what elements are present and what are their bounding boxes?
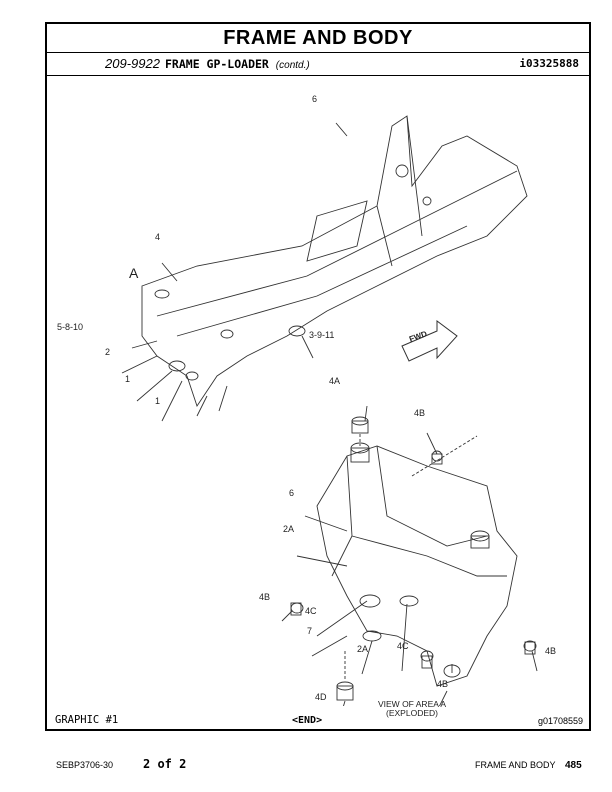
part-name: FRAME GP-LOADER [165, 57, 269, 71]
graphic-label: GRAPHIC #1 [55, 714, 119, 726]
callout-4D: 4D [315, 692, 327, 702]
graphic-id: g01708559 [537, 716, 583, 726]
page-frame: FRAME AND BODY 209-9922 FRAME GP-LOADER … [45, 22, 591, 731]
footer-page-of: 2 of 2 [143, 757, 187, 771]
callout-2A-lower: 2A [357, 644, 369, 654]
callout-1b: 1 [155, 396, 161, 406]
callout-4: 4 [155, 232, 161, 242]
view-caption-line2: (EXPLODED) [386, 708, 438, 718]
page-title: FRAME AND BODY [47, 24, 589, 53]
callout-4B-right: 4B [545, 646, 557, 656]
callout-2: 2 [105, 347, 111, 357]
footer-page-number: 485 [565, 760, 582, 771]
part-header: 209-9922 FRAME GP-LOADER (contd.) i03325… [47, 53, 589, 76]
callout-4B-bottom: 4B [437, 679, 449, 689]
callout-4B-left: 4B [259, 592, 271, 602]
callout-2A-top: 2A [283, 524, 295, 534]
footer-doc-number: SEBP3706-30 [56, 760, 114, 770]
contd-label: (contd.) [275, 60, 310, 71]
view-caption-line1: VIEW OF AREA A [377, 699, 447, 709]
illustration-id: i03325888 [519, 57, 579, 70]
callout-A: A [129, 265, 139, 281]
callout-7: 7 [307, 626, 313, 636]
end-label: <END> [292, 715, 323, 726]
callout-1a: 1 [125, 374, 131, 384]
callout-4B-top: 4B [414, 408, 426, 418]
part-name-wrap: FRAME GP-LOADER (contd.) [165, 53, 310, 77]
callout-4A: 4A [329, 376, 341, 386]
part-number: 209-9922 [105, 56, 160, 71]
callout-4C-mid: 4C [397, 641, 409, 651]
callout-4C-left: 4C [305, 606, 317, 616]
callout-6-lower: 6 [289, 488, 295, 498]
footer-section: FRAME AND BODY [475, 760, 556, 770]
callout-6: 6 [312, 94, 318, 104]
callout-3-9-11: 3-9-11 [309, 330, 335, 340]
exploded-frame-illustration [121, 115, 538, 706]
callout-5-8-10: 5-8-10 [57, 322, 84, 332]
view-caption: VIEW OF AREA A (EXPLODED) [367, 700, 457, 718]
